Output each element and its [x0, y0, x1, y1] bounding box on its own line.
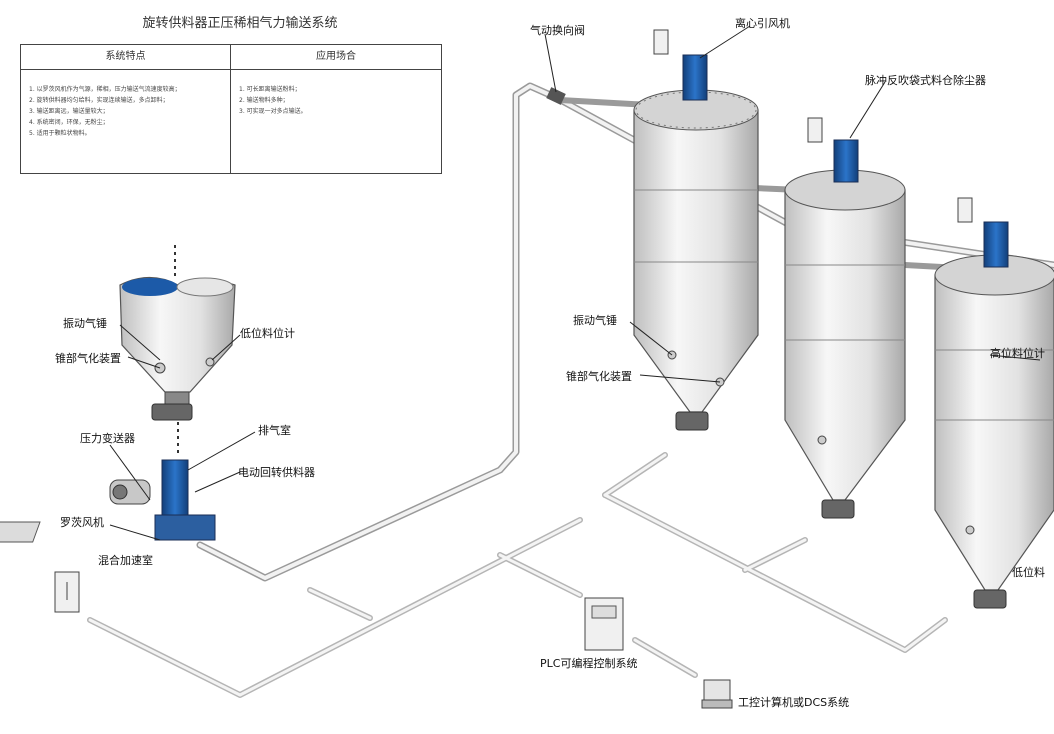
info-table: 系统特点 1. 以罗茨风机作为气源，稀相，压力输送气流速度较高； 2. 旋转供料…	[20, 44, 442, 174]
feed-hopper	[119, 245, 236, 421]
control-wiring-inner	[88, 453, 947, 697]
label-high-level: 高位料位计	[990, 347, 1045, 360]
list-item: 1. 以罗茨风机作为气源，稀相，压力输送气流速度较高；	[29, 86, 181, 93]
label-vent-chamber: 排气室	[258, 424, 291, 437]
label-roots-blower: 罗茨风机	[60, 516, 104, 529]
applications-column: 应用场合 1. 可长距离输送粉料； 2. 输送物料多种； 3. 可实现一对多点输…	[231, 45, 441, 173]
diverter-valve-1	[546, 87, 566, 105]
list-item: 3. 可实现一对多点输送。	[239, 108, 307, 115]
label-ipc: 工控计算机或DCS系统	[738, 696, 850, 709]
features-header: 系统特点	[21, 45, 230, 70]
diagram-title: 旋转供料器正压稀相气力输送系统	[142, 16, 338, 31]
label-plc: PLC可编程控制系统	[540, 657, 638, 670]
plc-cabinet	[584, 597, 624, 651]
list-item: 1. 可长距离输送粉料；	[239, 86, 301, 93]
label-vibrator-left: 振动气锤	[63, 317, 107, 330]
label-pulse-filter: 脉冲反吹袋式料仓除尘器	[865, 74, 986, 87]
features-list: 1. 以罗茨风机作为气源，稀相，压力输送气流速度较高； 2. 旋转供料器均匀给料…	[21, 70, 230, 139]
rotary-feeder-assembly	[0, 422, 216, 543]
features-column: 系统特点 1. 以罗茨风机作为气源，稀相，压力输送气流速度较高； 2. 旋转供料…	[21, 45, 231, 173]
list-item: 3. 输送距离远，输送量较大；	[29, 108, 109, 115]
label-induced-fan: 离心引风机	[735, 17, 790, 30]
list-item: 4. 系统密闭，环保，无粉尘；	[29, 119, 109, 126]
label-low-level-right: 低位料	[1012, 566, 1045, 579]
label-diverter-valve: 气动换向阀	[530, 24, 585, 37]
label-low-level-left: 低位料位计	[240, 327, 295, 340]
label-pressure-transmitter: 压力变送器	[80, 432, 135, 445]
label-rotary-feeder: 电动回转供料器	[238, 466, 315, 479]
leader-lines	[109, 25, 1041, 541]
silo-side-boxes	[653, 29, 973, 223]
silo-1	[633, 54, 759, 431]
list-item: 2. 旋转供料器均匀给料，实现连续输送，多点卸料；	[29, 97, 169, 104]
control-wiring	[87, 452, 948, 698]
silo-2	[784, 139, 906, 519]
list-item: 5. 适用于颗粒状物料。	[29, 130, 91, 137]
label-fluidizer-left: 锥部气化装置	[55, 352, 121, 365]
applications-list: 1. 可长距离输送粉料； 2. 输送物料多种； 3. 可实现一对多点输送。	[231, 70, 441, 117]
label-fluidizer-right: 锥部气化装置	[566, 370, 632, 383]
ipc-computer	[701, 679, 733, 709]
local-control-box	[54, 571, 80, 613]
silo-3	[934, 221, 1054, 609]
label-vibrator-right: 振动气锤	[573, 314, 617, 327]
label-mixing-chamber: 混合加速室	[98, 554, 153, 567]
list-item: 2. 输送物料多种；	[239, 97, 289, 104]
applications-header: 应用场合	[231, 45, 441, 70]
